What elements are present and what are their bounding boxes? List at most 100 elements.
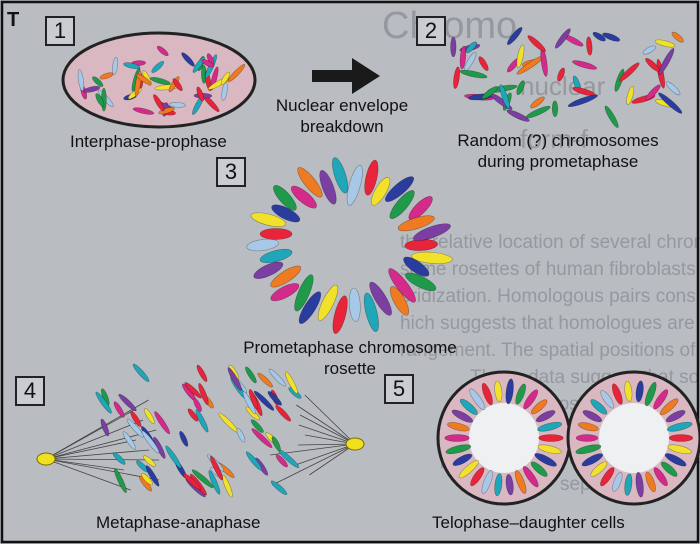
background-text-line: bridization. Homologous pairs consistent… bbox=[400, 286, 700, 307]
chromosome bbox=[600, 390, 615, 409]
chromosome bbox=[505, 378, 514, 405]
chromosome bbox=[575, 444, 602, 455]
chromosome bbox=[572, 87, 596, 96]
chromosome bbox=[531, 399, 548, 415]
chromosome bbox=[530, 96, 545, 109]
panel-1-caption: Interphase-prophase bbox=[70, 132, 227, 151]
chromosome bbox=[270, 283, 300, 302]
chromosome bbox=[523, 389, 539, 410]
chromosome bbox=[644, 381, 657, 407]
spindle-fiber bbox=[45, 458, 124, 471]
chromosome bbox=[671, 31, 684, 43]
chromosome bbox=[156, 45, 169, 57]
chromosome bbox=[332, 295, 348, 334]
spindle-fiber bbox=[45, 458, 131, 491]
chromosome bbox=[182, 473, 202, 490]
daughter-cell-chromosomes bbox=[444, 378, 694, 498]
chromosome-rosette bbox=[246, 157, 453, 334]
chromosome bbox=[664, 453, 687, 467]
chromosome bbox=[494, 473, 503, 497]
chromosome bbox=[201, 59, 214, 68]
chromosome bbox=[624, 473, 633, 496]
chromosome bbox=[470, 467, 485, 487]
chromosome bbox=[459, 69, 488, 79]
chromosome bbox=[346, 164, 363, 206]
chromosome bbox=[557, 67, 565, 82]
chromosome bbox=[95, 93, 105, 107]
chromosome bbox=[582, 410, 603, 423]
chromosome bbox=[95, 391, 112, 414]
chromosome bbox=[572, 60, 598, 70]
chromosome bbox=[667, 444, 692, 455]
chromosome bbox=[450, 36, 457, 58]
chromosome bbox=[100, 418, 110, 437]
chromosome bbox=[412, 223, 451, 241]
chromosome bbox=[499, 84, 510, 110]
panel-4-number: 4 bbox=[15, 376, 45, 406]
chromosome bbox=[196, 364, 208, 382]
chromosome bbox=[271, 204, 301, 223]
chromosome bbox=[83, 85, 101, 93]
spindle-fiber bbox=[296, 404, 356, 445]
chromosome bbox=[208, 470, 221, 495]
panel-2-caption-line-2: during prometaphase bbox=[477, 152, 639, 171]
chromosome bbox=[259, 228, 293, 240]
chromosome bbox=[666, 421, 693, 432]
chromosome bbox=[516, 80, 525, 96]
chromosome bbox=[135, 73, 152, 85]
chromosome bbox=[505, 474, 514, 496]
chromosome bbox=[665, 81, 681, 96]
chromosome bbox=[481, 382, 493, 406]
chromosome bbox=[445, 444, 472, 455]
chromosome bbox=[537, 421, 563, 432]
spindle-fiber bbox=[298, 424, 356, 445]
chromosome bbox=[112, 452, 126, 465]
chromosome bbox=[92, 76, 104, 87]
chromosome bbox=[250, 419, 264, 433]
chromosome bbox=[246, 238, 279, 252]
chromosome bbox=[268, 368, 286, 387]
daughter-cell-right-center bbox=[599, 403, 669, 473]
chromosome bbox=[624, 380, 633, 402]
chromosome bbox=[575, 434, 599, 442]
chromosome bbox=[397, 215, 435, 232]
chromosome bbox=[653, 389, 669, 410]
chromosome bbox=[118, 393, 137, 412]
spindle-fiber bbox=[309, 443, 356, 476]
chromosome bbox=[658, 92, 683, 114]
spindle-fiber bbox=[45, 439, 136, 460]
chromosome bbox=[149, 77, 171, 85]
spindle-fiber bbox=[304, 394, 356, 445]
chromosome bbox=[465, 41, 478, 53]
chromosome bbox=[253, 261, 284, 279]
panel-4-caption: Metaphase-anaphase bbox=[96, 513, 261, 532]
chromosome bbox=[143, 407, 155, 424]
random-chromosomes bbox=[450, 27, 684, 128]
spindle-fiber bbox=[45, 429, 157, 460]
arrow-label-line-1: Nuclear envelope bbox=[275, 96, 409, 115]
chromosome bbox=[619, 62, 640, 82]
chromosome bbox=[522, 466, 539, 488]
chromosome bbox=[132, 107, 155, 115]
chromosome bbox=[660, 461, 678, 477]
panel-5-caption: Telophase–daughter cells bbox=[432, 513, 625, 532]
chromosome bbox=[222, 474, 233, 498]
chromosome bbox=[273, 185, 297, 211]
chromosome bbox=[348, 287, 361, 322]
chromosome bbox=[227, 367, 242, 391]
chromosome bbox=[369, 281, 392, 316]
chromosome bbox=[604, 105, 619, 128]
chromosome bbox=[275, 405, 292, 422]
spindle-fiber bbox=[272, 443, 356, 486]
chromosome bbox=[453, 66, 461, 89]
chromosome bbox=[253, 390, 275, 411]
right-spindle-pole bbox=[345, 437, 365, 451]
corner-letter: T bbox=[7, 9, 20, 31]
chromosome bbox=[181, 52, 195, 67]
panel-3-number: 3 bbox=[216, 157, 246, 187]
chromosome bbox=[220, 71, 230, 85]
chromosome bbox=[245, 366, 257, 384]
chromosome bbox=[642, 45, 656, 55]
chromosome bbox=[384, 176, 415, 202]
chromosome bbox=[112, 57, 119, 75]
